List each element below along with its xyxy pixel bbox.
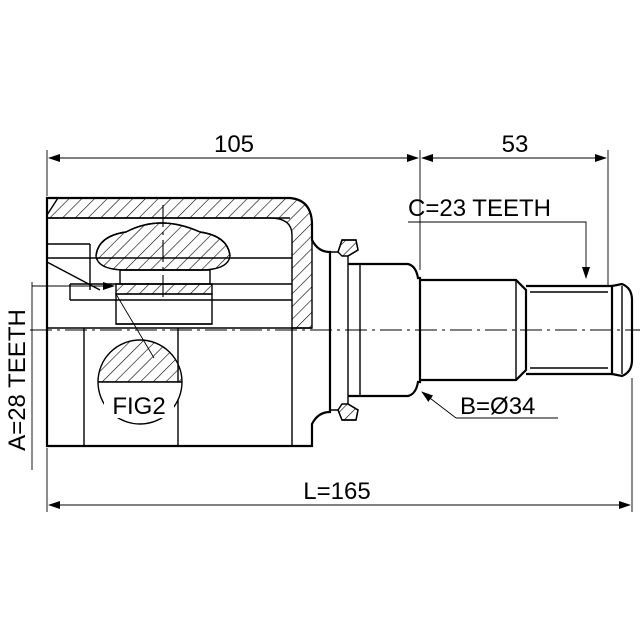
- centerlines: [30, 205, 640, 331]
- boot-seal: [330, 239, 359, 421]
- fig2-detail: FIG2: [97, 293, 183, 425]
- callout-outer-spline: C=23 TEETH: [408, 195, 590, 279]
- callout-outer-spline-label: C=23 TEETH: [408, 195, 551, 222]
- dimension-53: 53: [421, 131, 609, 286]
- callout-inner-spline: A=28 TEETH: [4, 282, 115, 470]
- tripod-roller: [95, 222, 231, 325]
- callout-seal-diameter-label: B=Ø34: [460, 393, 535, 420]
- dimension-105: 105: [46, 131, 421, 270]
- fig2-label: FIG2: [112, 393, 165, 420]
- callout-inner-spline-label: A=28 TEETH: [4, 309, 31, 451]
- dimension-total-label: L=165: [303, 478, 370, 505]
- dimension-total: L=165: [46, 378, 633, 512]
- dimension-105-label: 105: [214, 131, 254, 158]
- dimension-53-label: 53: [502, 131, 529, 158]
- callout-seal-diameter: B=Ø34: [421, 391, 558, 420]
- outer-housing: [45, 196, 332, 448]
